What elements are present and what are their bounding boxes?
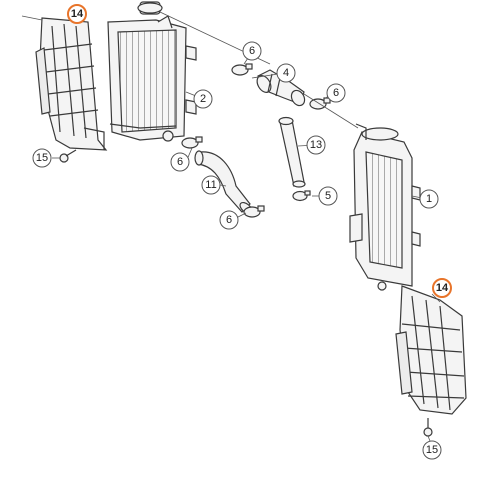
- hose-connector: [256, 69, 306, 107]
- svg-text:11: 11: [205, 179, 216, 191]
- left-radiator-shroud: [35, 17, 108, 151]
- hose-clamp-lower-left: [181, 136, 203, 149]
- screw-right: [423, 418, 433, 437]
- svg-text:6: 6: [226, 214, 232, 226]
- svg-text:13: 13: [310, 139, 322, 151]
- callout-clamp-top: 6: [242, 41, 262, 61]
- right-radiator-shroud: [395, 285, 467, 415]
- svg-text:15: 15: [426, 444, 438, 456]
- callout-shroud-right: 14: [432, 278, 452, 298]
- callout-screw-right: 15: [422, 440, 442, 460]
- svg-text:5: 5: [325, 190, 331, 202]
- svg-text:14: 14: [436, 282, 449, 294]
- hose-clamp-right: [309, 97, 331, 110]
- svg-text:4: 4: [283, 67, 289, 79]
- callout-shroud-left: 14: [67, 4, 87, 24]
- svg-text:6: 6: [177, 156, 183, 168]
- right-radiator: [349, 123, 421, 291]
- svg-text:15: 15: [36, 152, 48, 164]
- callout-hose-curved: 11: [201, 175, 221, 195]
- callout-clamp-bottom: 6: [219, 210, 239, 230]
- callout-clamp-small: 5: [318, 186, 338, 206]
- callout-hose-connector: 4: [276, 63, 296, 83]
- screw-left: [59, 149, 77, 163]
- hose-clamp-small: [292, 190, 311, 202]
- callout-clamp-lower-left: 6: [170, 152, 190, 172]
- svg-text:2: 2: [200, 93, 206, 105]
- left-radiator: [107, 1, 197, 142]
- callout-screw-left: 15: [32, 148, 52, 168]
- straight-hose: [278, 116, 306, 188]
- svg-text:6: 6: [249, 45, 255, 57]
- callout-radiator-left: 2: [193, 89, 213, 109]
- callout-radiator-right: 1: [419, 189, 439, 209]
- svg-text:6: 6: [333, 87, 339, 99]
- leader-lines: [21, 11, 441, 442]
- hose-clamp-bottom: [243, 205, 265, 218]
- callout-clamp-right: 6: [326, 83, 346, 103]
- svg-text:14: 14: [71, 8, 84, 20]
- hose-clamp-top: [231, 63, 253, 76]
- callout-hose-straight: 13: [306, 135, 326, 155]
- svg-text:1: 1: [426, 193, 432, 205]
